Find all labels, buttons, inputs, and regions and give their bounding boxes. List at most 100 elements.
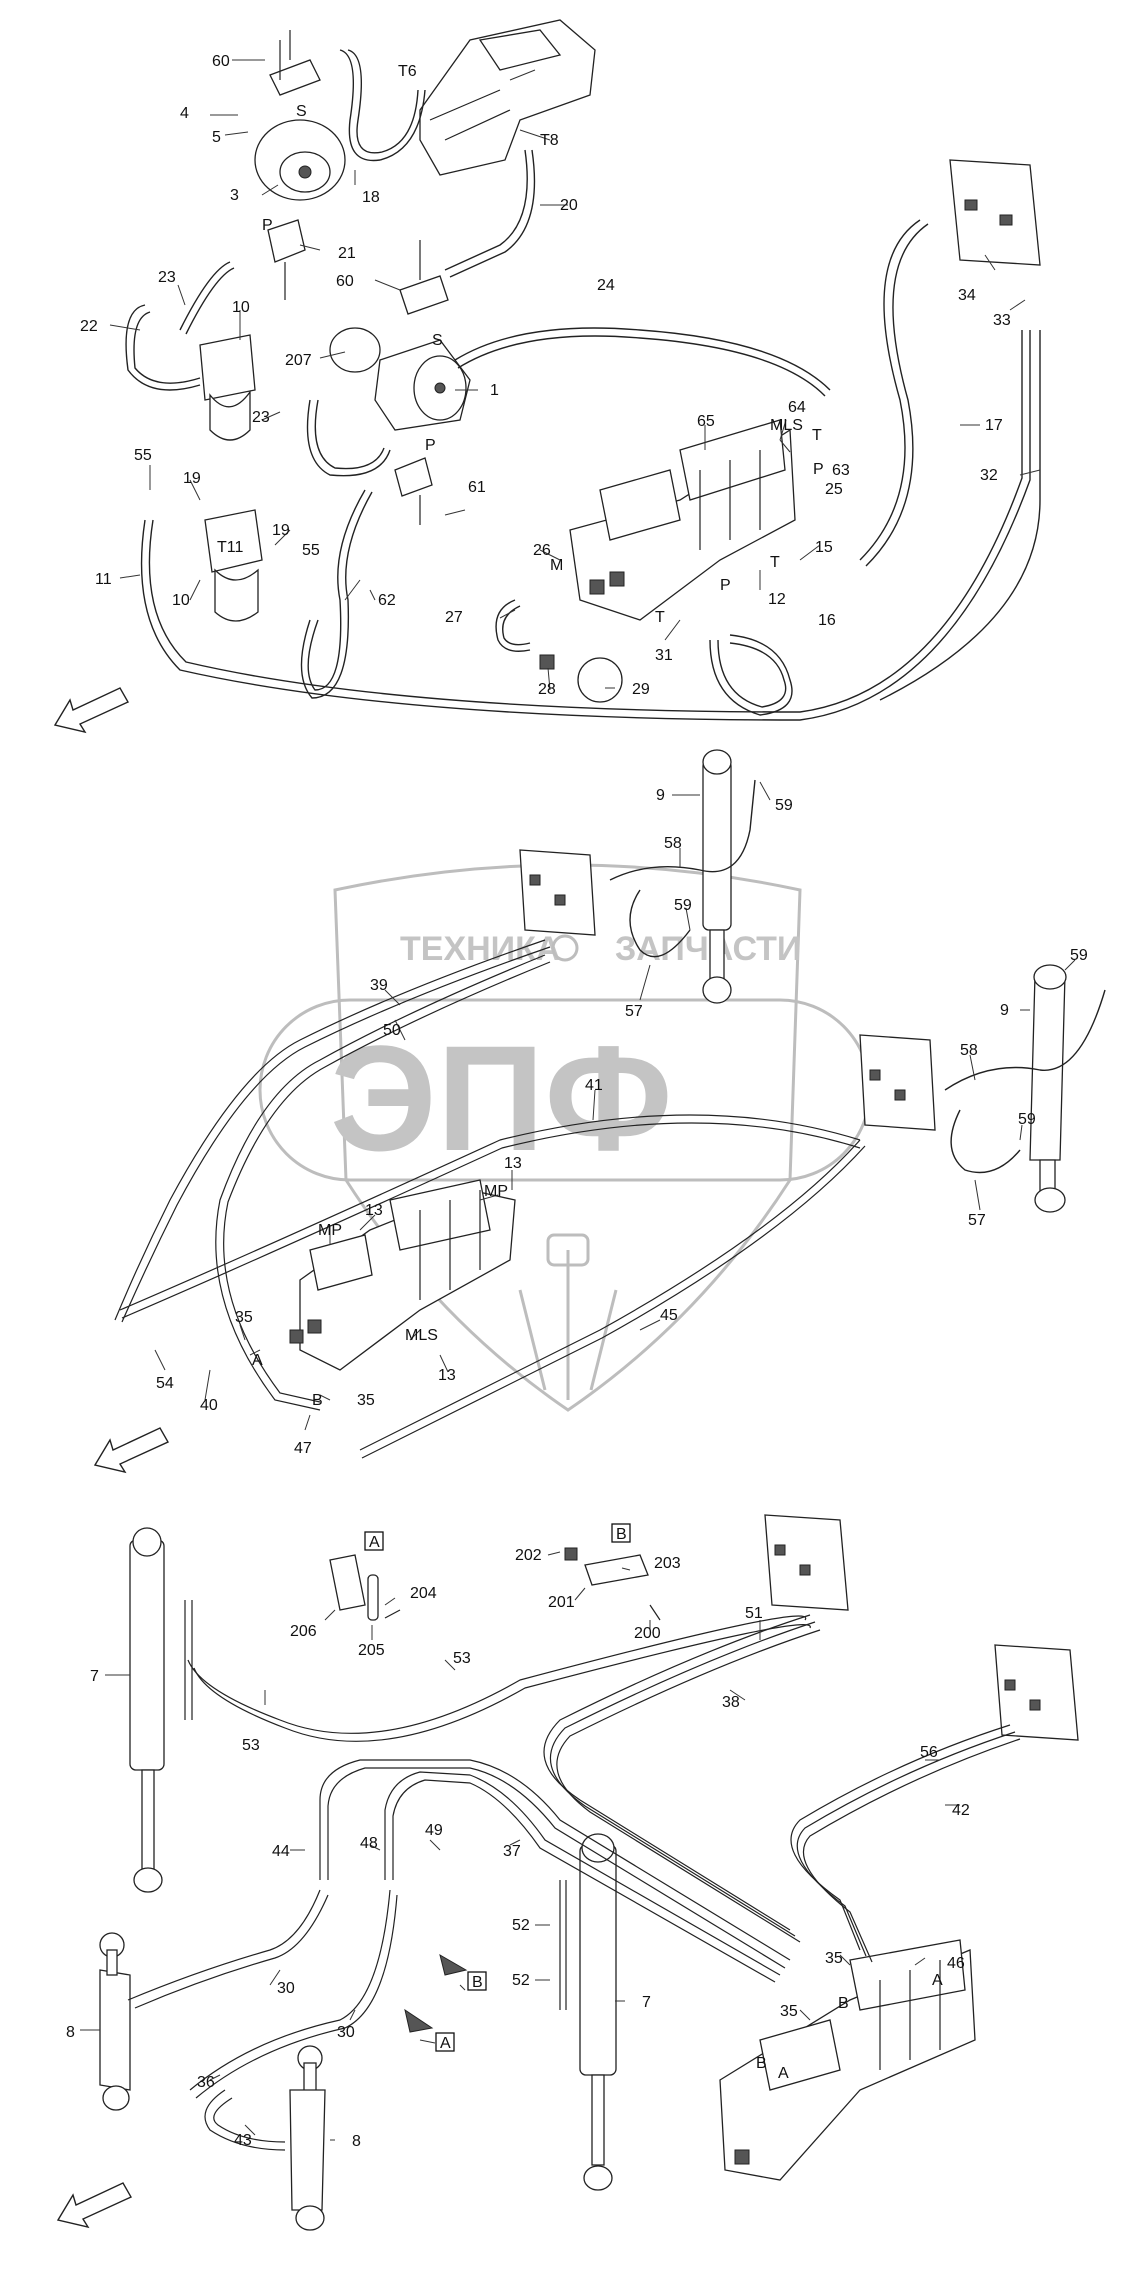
leader-lines-s3	[80, 1551, 960, 2141]
part-label-29: 29	[632, 681, 650, 698]
part-label-53-b: 53	[242, 1737, 260, 1754]
detail-clamp-b	[564, 1547, 661, 1621]
part-label-15: 15	[815, 539, 833, 556]
part-label-64: 64	[788, 399, 806, 416]
hose-31	[709, 634, 793, 716]
part-label-58-b: 58	[960, 1042, 978, 1059]
part-label-13: 13	[504, 1155, 522, 1172]
detail-box-a-2	[435, 2032, 455, 2052]
hose-27	[495, 599, 531, 652]
part-label-37: 37	[503, 1843, 521, 1860]
part-label-34: 34	[958, 287, 976, 304]
part-label-17: 17	[985, 417, 1003, 434]
part-label-8: 8	[66, 2024, 75, 2041]
part-label-35-d: 35	[780, 2003, 798, 2020]
part-label-35: 35	[235, 1309, 253, 1326]
cylinder-8-right	[289, 2045, 326, 2231]
cylinder-8-left	[99, 1932, 131, 2111]
pipe-41	[119, 1114, 861, 1319]
part-label-48: 48	[360, 1835, 378, 1852]
pipe-bundle-56-42	[790, 1724, 1021, 1963]
cylinder-7-left	[129, 1527, 165, 1893]
section-tilt-circuit: 7 A 204 206 205 202 B 203 201 200 51 53 …	[56, 1514, 1079, 2231]
pipe-50	[215, 954, 551, 1411]
control-valve-s2	[289, 1179, 516, 1371]
part-label-54: 54	[156, 1375, 174, 1392]
part-label-a: A	[252, 1352, 263, 1369]
part-label-s: S	[296, 103, 307, 120]
hose-32	[879, 330, 1041, 701]
control-valve-65	[569, 419, 796, 621]
hose-24	[454, 327, 831, 397]
part-label-t8: T8	[540, 132, 559, 149]
part-label-23: 23	[158, 269, 176, 286]
part-label-43: 43	[234, 2132, 252, 2149]
part-label-55: 55	[134, 447, 152, 464]
pipe-43	[204, 2089, 286, 2151]
part-label-p-3: P	[813, 461, 824, 478]
part-label-21: 21	[338, 245, 356, 262]
cylinder-9-lower	[1029, 964, 1067, 1213]
direction-arrow-icon	[56, 2182, 132, 2229]
watermark: ТЕХНИКА ЗАПЧАСТИ ЭПФ	[258, 863, 872, 1412]
flange-61	[394, 457, 433, 525]
part-label-46: 46	[947, 1955, 965, 1972]
hose-17	[859, 219, 929, 567]
part-label-9-b: 9	[1000, 1002, 1009, 1019]
part-label-b-2: B	[838, 1995, 849, 2012]
part-label-9: 9	[656, 787, 665, 804]
part-label-19: 19	[183, 470, 201, 487]
part-label-200: 200	[634, 1625, 661, 1642]
part-label-13-c: 13	[438, 1367, 456, 1384]
part-label-m: M	[550, 557, 563, 574]
part-label-32: 32	[980, 467, 998, 484]
part-label-42: 42	[952, 1802, 970, 1819]
part-label-30-b: 30	[337, 2024, 355, 2041]
cylinder-7-right	[579, 1833, 617, 2191]
part-label-27: 27	[445, 609, 463, 626]
part-label-p-2: P	[425, 437, 436, 454]
manifold-34	[949, 159, 1041, 266]
part-label-19-b: 19	[272, 522, 290, 539]
flange-60-mid	[399, 240, 449, 315]
pipe-30	[127, 1889, 398, 2099]
section-pump-circuit: 60 4 5 3 18 T6 T8 20 21 P S 60 23 22 10 …	[53, 19, 1041, 734]
box-label-b-2: B	[472, 1974, 483, 1991]
filter-10-lower	[204, 509, 263, 622]
part-label-4: 4	[180, 105, 189, 122]
part-label-206: 206	[290, 1623, 317, 1640]
pump-part-1	[374, 339, 471, 431]
part-label-b-3: B	[756, 2055, 767, 2072]
part-label-38: 38	[722, 1694, 740, 1711]
detail-clamp-a	[329, 1554, 401, 1621]
flange-21	[267, 219, 306, 300]
part-label-202: 202	[515, 1547, 542, 1564]
part-label-51: 51	[745, 1605, 763, 1622]
part-label-59-d: 59	[1018, 1111, 1036, 1128]
direction-arrow-icon	[53, 687, 129, 734]
hose-11	[140, 330, 1031, 721]
part-label-204: 204	[410, 1585, 437, 1602]
watermark-logo: ЭПФ	[330, 1014, 673, 1182]
part-label-b: B	[312, 1392, 323, 1409]
cap-29	[577, 657, 623, 703]
box-label-b: B	[616, 1526, 627, 1543]
control-valve-s3	[719, 1939, 976, 2181]
part-label-52-b: 52	[512, 1972, 530, 1989]
part-label-t11: T11	[217, 539, 243, 556]
part-label-45: 45	[660, 1307, 678, 1324]
direction-arrow-icon	[93, 1427, 169, 1474]
detail-box-b	[611, 1523, 631, 1543]
box-label-a-2: A	[440, 2035, 451, 2052]
filter-10-upper	[199, 334, 256, 441]
part-label-23-b: 23	[252, 409, 270, 426]
hose-18	[339, 49, 426, 162]
part-label-53: 53	[453, 1650, 471, 1667]
part-label-mp-2: MP	[318, 1222, 342, 1239]
part-label-8-b: 8	[352, 2133, 361, 2150]
part-label-57: 57	[625, 1003, 643, 1020]
part-label-12: 12	[768, 591, 786, 608]
part-label-62: 62	[378, 592, 396, 609]
part-label-16: 16	[818, 612, 836, 629]
part-label-52: 52	[512, 1917, 530, 1934]
